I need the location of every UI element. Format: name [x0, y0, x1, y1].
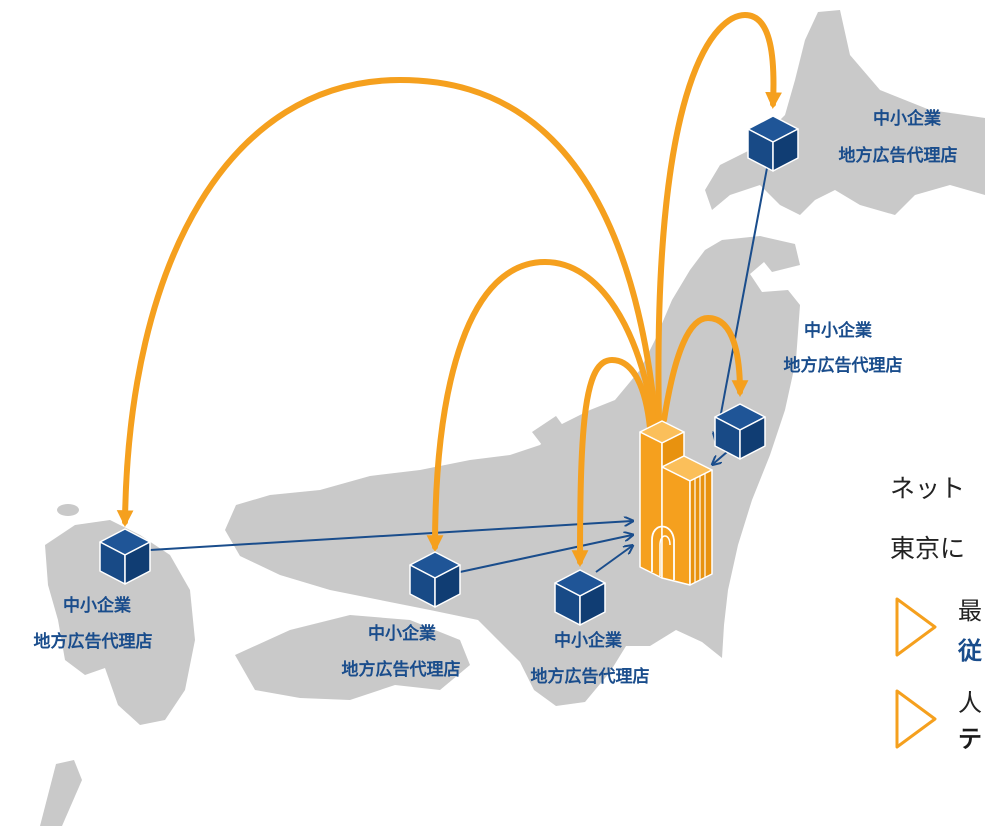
bullet1-line1: 最 — [958, 597, 982, 625]
bullet2-line2: テ — [958, 725, 982, 753]
flow-line-hokkaido — [716, 167, 768, 440]
node-label-line1: 中小企業 — [368, 623, 436, 644]
bullet2-line1: 人 — [958, 689, 982, 717]
flow-line-tohoku — [713, 451, 728, 464]
node-label-line2: 地方広告代理店 — [531, 666, 650, 687]
flow-line-kyushu — [149, 521, 632, 551]
flow-line-kansai — [595, 546, 632, 573]
node-label-line1: 中小企業 — [554, 630, 622, 651]
node-kansai: 中小企業 地方広告代理店 — [531, 569, 650, 687]
cube-icon — [554, 569, 606, 626]
cube-icon — [409, 551, 461, 608]
side-text-line1: ネット — [890, 474, 966, 503]
cube-icon — [714, 403, 766, 460]
node-label-line1: 中小企業 — [873, 108, 941, 129]
node-label-line2: 地方広告代理店 — [784, 355, 903, 376]
bullet1-line2: 従 — [958, 637, 982, 665]
side-text-panel: ネット 東京に 最 従 人 テ — [890, 470, 990, 770]
kyushu-island — [45, 520, 195, 725]
building-icon — [639, 420, 713, 586]
node-label-line1: 中小企業 — [804, 320, 872, 341]
node-tohoku: 中小企業 地方広告代理店 — [714, 320, 903, 460]
shikoku-island — [235, 615, 470, 700]
arc-to-tohoku — [661, 314, 749, 423]
noto-peninsula — [532, 416, 572, 458]
flow-line-chugoku — [459, 535, 632, 573]
node-label-line2: 地方広告代理店 — [34, 631, 153, 652]
japan-map — [40, 10, 985, 826]
triangle-arrow-icon — [895, 689, 937, 749]
cube-icon — [99, 528, 151, 585]
inbound-flows — [149, 167, 768, 573]
node-label-line2: 地方広告代理店 — [342, 659, 461, 680]
side-text-line2: 東京に — [890, 534, 966, 563]
node-chugoku: 中小企業 地方広告代理店 — [342, 551, 461, 680]
outbound-arcs — [116, 11, 782, 568]
small-islet — [57, 504, 79, 516]
arc-to-kansai — [571, 356, 653, 568]
node-hokkaido: 中小企業 地方広告代理店 — [747, 108, 958, 172]
node-label-line1: 中小企業 — [63, 595, 131, 616]
node-kyushu: 中小企業 地方広告代理店 — [34, 528, 153, 652]
triangle-arrow-icon — [895, 597, 937, 657]
node-label-line2: 地方広告代理店 — [839, 145, 958, 166]
arc-to-hokkaido — [655, 11, 782, 425]
southern-island — [40, 760, 82, 826]
arc-to-kyushu — [116, 76, 659, 528]
hokkaido-island — [705, 10, 985, 215]
arc-to-chugoku — [426, 258, 657, 553]
cube-icon — [747, 115, 799, 172]
